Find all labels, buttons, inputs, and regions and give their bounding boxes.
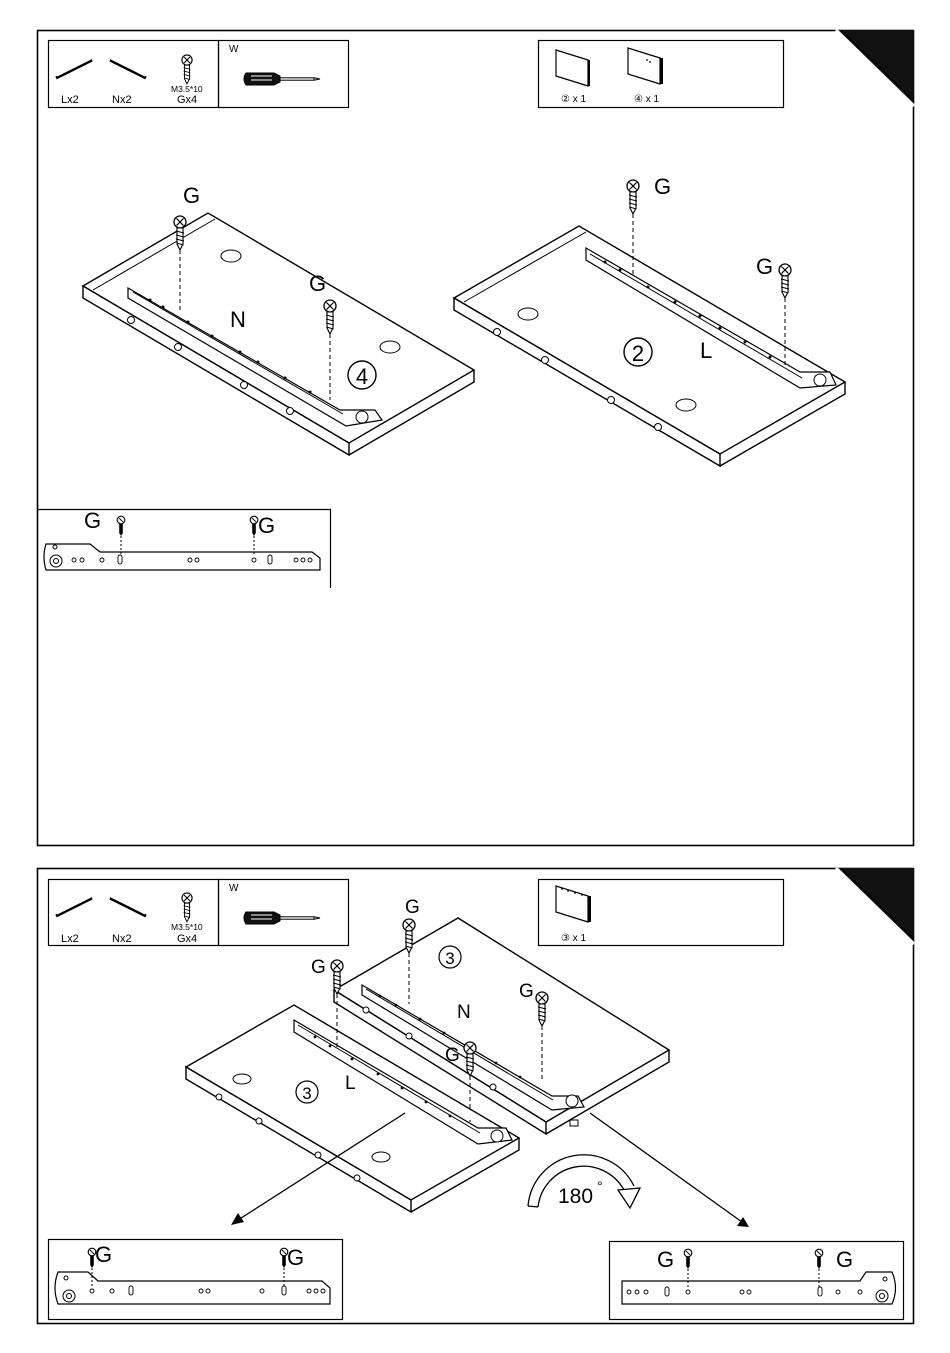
tool-label: W — [229, 44, 239, 55]
hardware-label: Lx2 — [61, 94, 79, 106]
hardware-label: Gx4 — [177, 94, 197, 106]
screw-label: G — [287, 1245, 304, 1270]
panel-number: 3 — [445, 949, 454, 968]
screw-g-icon — [182, 55, 192, 84]
screw-label: G — [95, 1242, 112, 1267]
screw-label: G — [311, 957, 326, 978]
hardware-label: Nx2 — [112, 933, 132, 945]
screw-label: G — [836, 1247, 853, 1272]
panel-3-icon — [556, 886, 591, 922]
hardware-label: Lx2 — [61, 933, 79, 945]
rail-n-icon — [110, 59, 146, 78]
screwdriver-icon — [244, 912, 320, 924]
degree-symbol: ° — [597, 1178, 603, 1194]
screw-g-icon — [182, 893, 192, 922]
screw-label: G — [84, 508, 101, 533]
screw-label: G — [258, 513, 275, 538]
panel-2-icon — [556, 50, 590, 86]
panel-4-icon — [628, 48, 663, 84]
panel-2-drawing — [454, 180, 845, 466]
part-label: ③ x 1 — [561, 933, 587, 944]
screw-spec: M3.5*10 — [171, 922, 203, 932]
screw-label: G — [657, 1247, 674, 1272]
panel-number: 4 — [356, 364, 368, 389]
screw-label: G — [445, 1045, 460, 1066]
rail-label: L — [345, 1073, 356, 1094]
hardware-box — [49, 880, 349, 946]
hardware-label: Nx2 — [112, 94, 132, 106]
screw-label: G — [183, 183, 200, 208]
step-top-frame — [38, 30, 915, 846]
rail-l-icon — [56, 897, 92, 916]
screw-label: G — [756, 254, 773, 279]
screw-spec: M3.5*10 — [171, 84, 203, 94]
panel-number: 2 — [632, 341, 644, 366]
part-label: ② x 1 — [561, 94, 587, 105]
rail-detail-box — [38, 510, 331, 589]
hardware-box — [49, 41, 349, 108]
rotation-label: 180 — [558, 1185, 593, 1208]
rail-l-icon — [56, 59, 92, 78]
panel-4-drawing — [83, 213, 474, 455]
arrow-to-right-detail — [590, 1113, 749, 1227]
rail-label: L — [700, 338, 712, 363]
rail-n-icon — [110, 897, 146, 916]
tool-label: W — [229, 883, 239, 894]
rail-detail-box-right — [610, 1242, 904, 1320]
panel-number: 3 — [302, 1084, 311, 1103]
screw-label: G — [654, 174, 671, 199]
screw-label: G — [309, 271, 326, 296]
rail-label: N — [457, 1002, 471, 1023]
screwdriver-icon — [244, 73, 320, 85]
screw-label: G — [519, 981, 534, 1002]
part-label: ④ x 1 — [634, 94, 660, 105]
hardware-label: Gx4 — [177, 933, 197, 945]
rail-label: N — [230, 307, 246, 332]
screw-label: G — [405, 897, 420, 918]
